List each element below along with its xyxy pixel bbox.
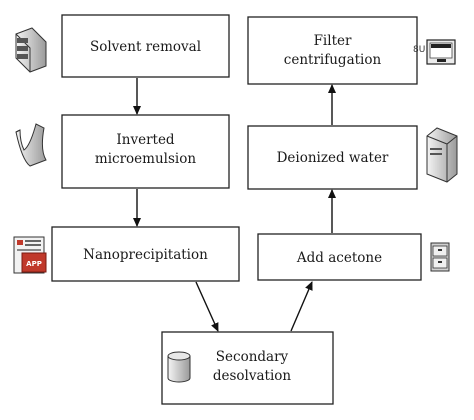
node-deionized-water: Deionized water <box>247 125 418 190</box>
cylinder-icon <box>167 351 191 383</box>
monitor-icon-tag: 8U <box>413 45 425 55</box>
node-inverted-microemulsion: Inverted microemulsion <box>61 114 230 189</box>
node-nanoprecipitation: Nanoprecipitation <box>51 226 240 282</box>
node-inverted-microemulsion-line1: Inverted <box>116 132 175 148</box>
node-solvent-removal-label: Solvent removal <box>90 39 201 55</box>
curved-tray-icon <box>15 123 47 167</box>
node-secondary-desolvation-line2: desolvation <box>213 368 292 384</box>
node-nanoprecipitation-label: Nanoprecipitation <box>83 247 208 263</box>
node-filter-centrifugation-line1: Filter <box>314 33 352 49</box>
node-add-acetone: Add acetone <box>257 233 422 281</box>
document-app-icon: APP <box>13 236 47 274</box>
server-tower-icon <box>426 127 458 183</box>
node-filter-centrifugation-line2: centrifugation <box>284 52 382 68</box>
node-secondary-desolvation-line1: Secondary <box>216 349 289 365</box>
monitor-icon: 8U <box>413 39 456 65</box>
node-deionized-water-label: Deionized water <box>277 150 389 166</box>
svg-text:APP: APP <box>26 260 42 268</box>
stacked-drawers-icon <box>15 27 47 73</box>
node-add-acetone-label: Add acetone <box>296 250 382 266</box>
edge-desolvation-to-acetone <box>290 281 313 332</box>
edge-nanoprecipitation-to-desolvation <box>195 281 219 332</box>
filing-cabinet-icon <box>430 242 450 272</box>
node-inverted-microemulsion-line2: microemulsion <box>95 151 196 167</box>
node-solvent-removal: Solvent removal <box>61 14 230 78</box>
node-filter-centrifugation: Filter centrifugation <box>247 16 418 85</box>
